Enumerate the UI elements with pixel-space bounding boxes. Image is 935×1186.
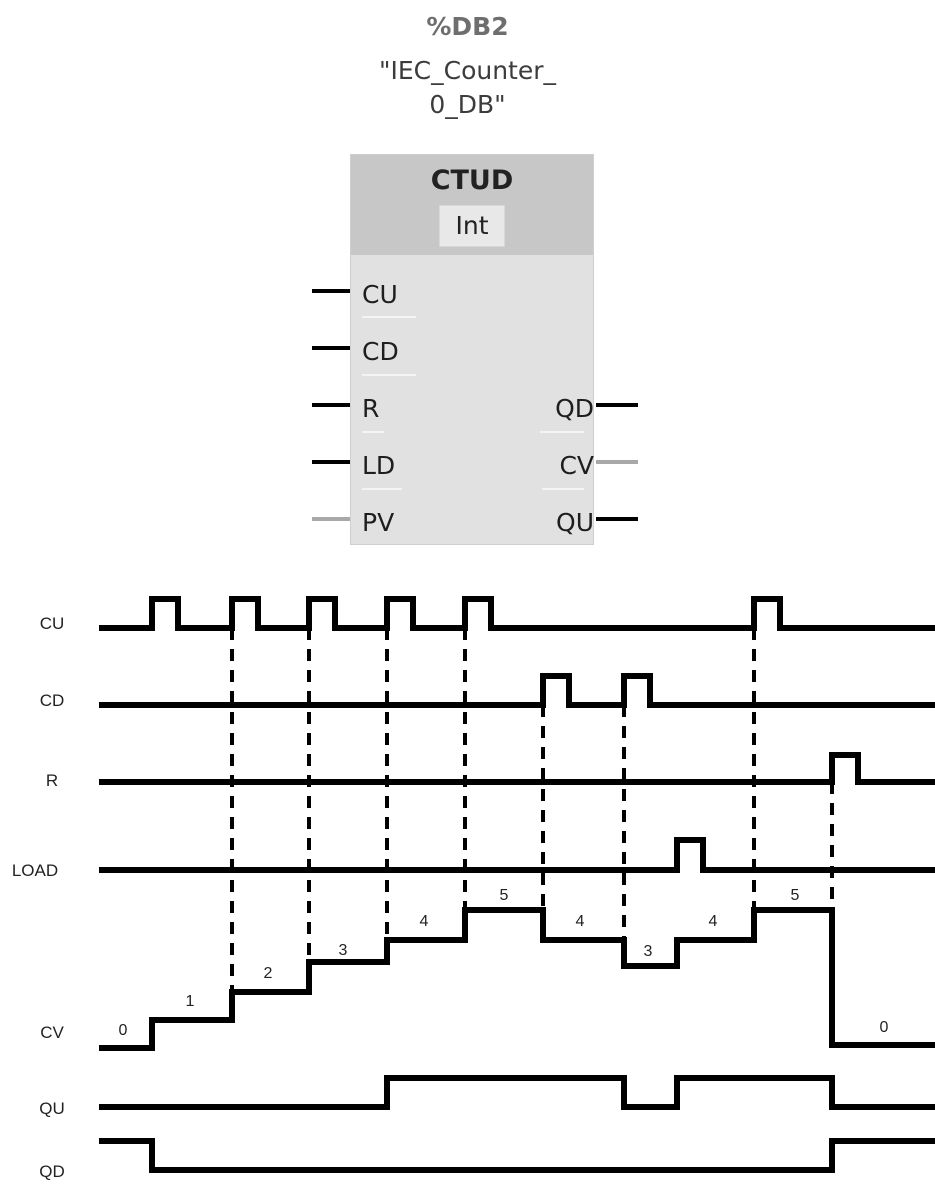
wire-cu[interactable] (312, 289, 350, 293)
label-cv: CV (40, 1023, 64, 1042)
cv-value: 0 (119, 1022, 128, 1039)
wave-cu (99, 596, 935, 631)
waveforms (99, 596, 935, 1173)
block-type-label: CTUD (430, 165, 514, 196)
label-qu: QU (39, 1099, 65, 1118)
timing-diagram: CU CD R LOAD CV QU QD 0 1 2 3 4 5 4 3 4 … (12, 596, 935, 1181)
pin-qd-underline (540, 431, 584, 433)
pin-cv-underline (542, 488, 584, 490)
pin-qd: QD (555, 394, 594, 423)
block-header: CTUD Int (351, 155, 593, 255)
wave-qu (99, 1075, 935, 1110)
label-r: R (46, 771, 58, 790)
wave-r (99, 752, 935, 785)
wire-cd[interactable] (312, 346, 350, 350)
wave-cd (99, 673, 935, 708)
db-instance-name-line1: "IEC_Counter_ (378, 56, 557, 85)
pin-cu-underline (362, 316, 416, 318)
wire-qu[interactable] (596, 517, 638, 521)
wire-pv[interactable] (312, 517, 350, 521)
wire-ld[interactable] (312, 460, 350, 464)
pin-qu: QU (556, 508, 594, 537)
pin-cd: CD (362, 337, 399, 366)
cv-value: 1 (186, 993, 195, 1010)
pin-r: R (362, 394, 380, 423)
cv-value: 0 (880, 1019, 889, 1036)
db-instance-name-line2: 0_DB" (429, 90, 506, 119)
edge-markers (230, 628, 834, 1020)
label-load: LOAD (12, 861, 58, 880)
cv-value: 2 (264, 965, 273, 982)
cv-value: 4 (709, 913, 718, 930)
db-instance-number: %DB2 (426, 12, 509, 41)
cv-value: 5 (791, 887, 800, 904)
pin-ld-underline (362, 488, 402, 490)
pin-r-underline (362, 431, 384, 433)
ctud-function-block[interactable]: CTUD Int (350, 154, 594, 545)
pin-pv: PV (362, 508, 395, 537)
wave-load (99, 837, 935, 873)
pin-ld: LD (362, 451, 396, 480)
label-cu: CU (40, 614, 65, 633)
pin-cu: CU (362, 280, 398, 309)
label-qd: QD (39, 1162, 65, 1181)
cv-value: 5 (500, 887, 509, 904)
label-cd: CD (40, 691, 65, 710)
cv-value: 3 (339, 942, 348, 959)
data-type-selector[interactable]: Int (439, 205, 505, 247)
cv-value: 4 (420, 913, 429, 930)
wave-cv (99, 907, 935, 1051)
pin-cv: CV (559, 451, 594, 480)
cv-value: 3 (644, 943, 653, 960)
pin-cd-underline (362, 374, 416, 376)
wire-qd[interactable] (596, 403, 638, 407)
cv-value: 4 (576, 913, 585, 930)
wave-qd (99, 1138, 935, 1173)
wire-r[interactable] (312, 403, 350, 407)
wire-cv[interactable] (596, 460, 638, 464)
